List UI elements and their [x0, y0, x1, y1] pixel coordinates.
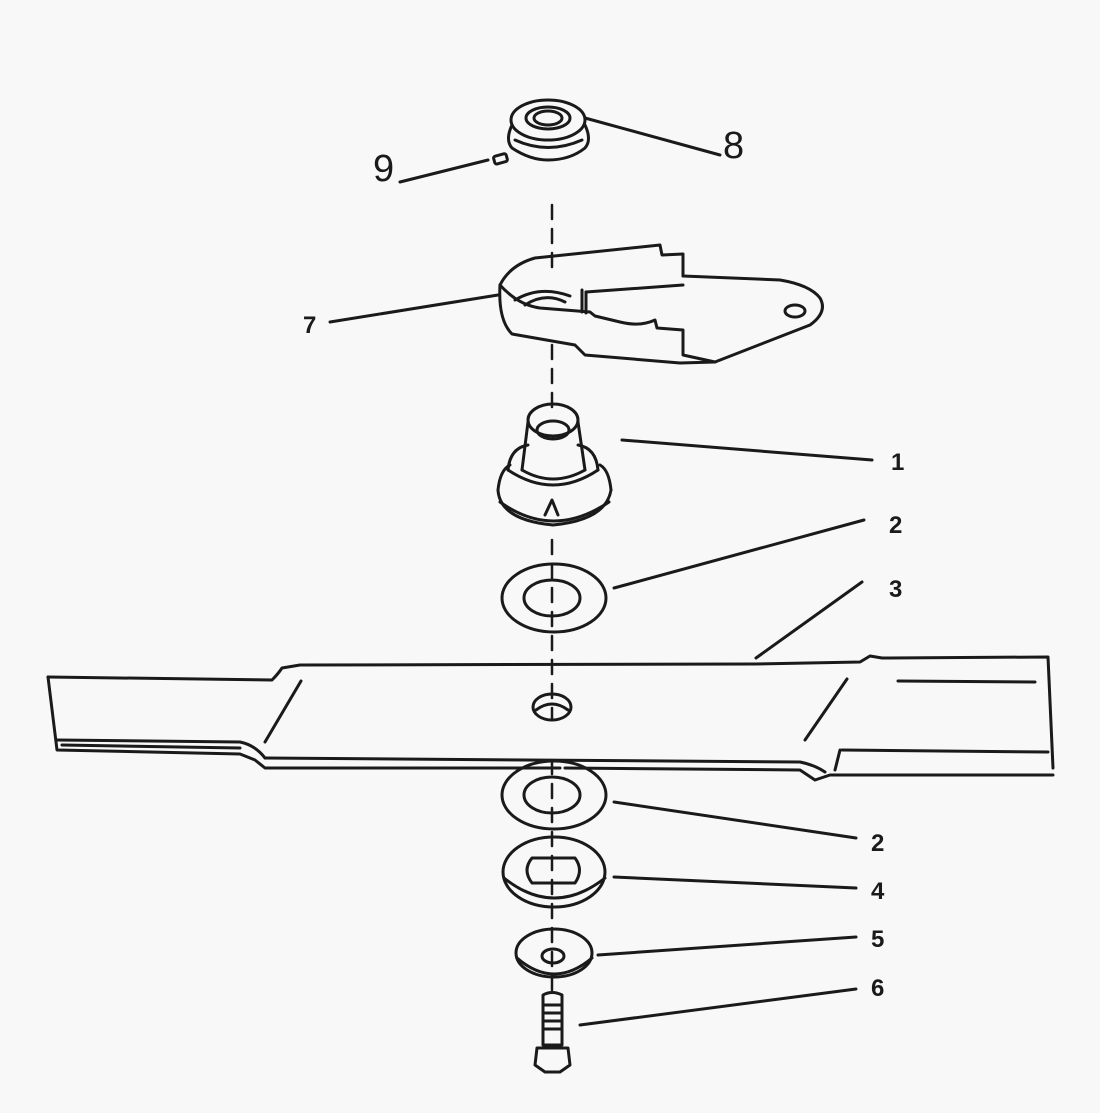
bolt-part-6 — [533, 991, 572, 1074]
bracket-part-7 — [498, 243, 824, 365]
callout-4: 4 — [871, 878, 885, 905]
callout-1: 1 — [891, 449, 905, 476]
blade-part-3 — [46, 654, 1055, 782]
callout-9: 9 — [373, 148, 395, 190]
callout-7: 7 — [303, 312, 317, 339]
callout-8: 8 — [723, 125, 745, 167]
blade-adapter-part-1 — [496, 402, 613, 527]
washer-part-5 — [514, 927, 594, 979]
leader-lines — [328, 116, 874, 1027]
callout-5: 5 — [871, 926, 885, 953]
callout-2-lower: 2 — [871, 830, 885, 857]
key-part-9 — [492, 152, 509, 166]
washer-part-2-lower — [500, 759, 608, 831]
callout-3: 3 — [889, 576, 903, 603]
callout-2-upper: 2 — [889, 512, 903, 539]
washer-part-4 — [501, 835, 607, 909]
pulley-part-8 — [507, 98, 590, 162]
washer-part-2-upper — [500, 562, 608, 634]
callout-6: 6 — [871, 975, 885, 1002]
